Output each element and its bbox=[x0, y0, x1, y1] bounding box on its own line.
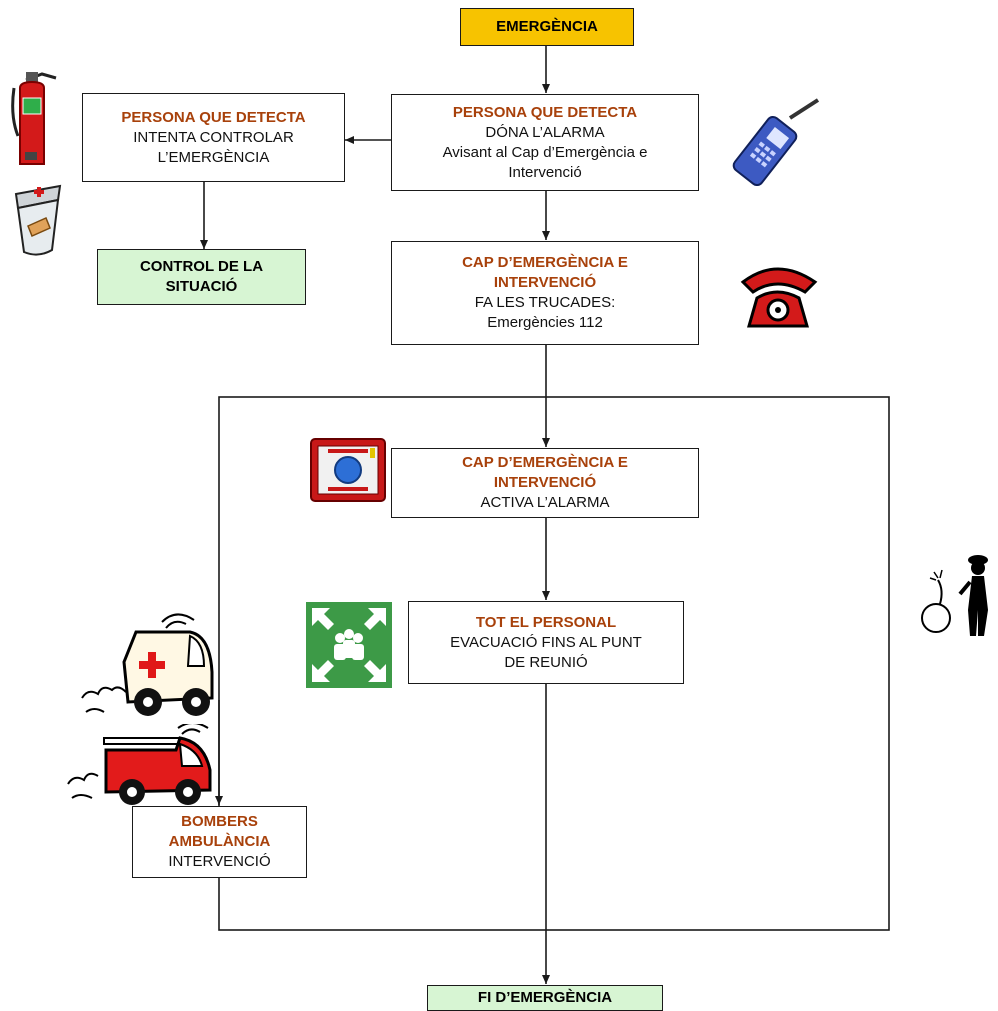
node-text: INTENTA CONTROLAR bbox=[133, 128, 294, 146]
node-control-situacio: CONTROL DE LA SITUACIÓ bbox=[97, 249, 306, 305]
node-cap-trucades: CAP D’EMERGÈNCIA E INTERVENCIÓ FA LES TR… bbox=[391, 241, 699, 345]
node-text: EVACUACIÓ FINS AL PUNT bbox=[450, 633, 642, 651]
node-title: SITUACIÓ bbox=[165, 278, 238, 295]
node-text: Emergències 112 bbox=[487, 314, 603, 331]
fire-extinguisher-icon bbox=[11, 72, 57, 165]
evacuation-frame bbox=[218, 396, 890, 931]
node-cap-alarma: CAP D’EMERGÈNCIA E INTERVENCIÓ ACTIVA L’… bbox=[391, 448, 699, 518]
node-text: ACTIVA L’ALARMA bbox=[480, 494, 610, 511]
node-title: TOT EL PERSONAL bbox=[475, 613, 617, 631]
node-text: L’EMERGÈNCIA bbox=[157, 148, 270, 166]
alarm-push-button-icon bbox=[310, 438, 386, 502]
node-text: FA LES TRUCADES: bbox=[474, 294, 616, 311]
first-aid-kit-icon bbox=[14, 184, 62, 256]
node-title: CONTROL DE LA bbox=[139, 258, 264, 275]
node-persona-detecta-controla: PERSONA QUE DETECTA INTENTA CONTROLAR L’… bbox=[82, 93, 345, 182]
node-title: INTERVENCIÓ bbox=[493, 274, 597, 291]
node-title: INTERVENCIÓ bbox=[493, 474, 597, 491]
node-title: CAP D’EMERGÈNCIA E bbox=[462, 254, 628, 271]
node-title: AMBULÀNCIA bbox=[168, 833, 271, 850]
node-text: Intervenció bbox=[508, 163, 582, 181]
node-bombers-ambulancia: BOMBERS AMBULÀNCIA INTERVENCIÓ bbox=[132, 806, 307, 878]
person-with-bomb-icon bbox=[921, 555, 988, 636]
node-fi-emergencia: FI D’EMERGÈNCIA bbox=[427, 985, 663, 1011]
ambulance-icon bbox=[81, 613, 214, 716]
node-text: Avisant al Cap d’Emergència e bbox=[442, 143, 648, 161]
node-text: INTERVENCIÓ bbox=[168, 853, 271, 870]
node-tot-personal: TOT EL PERSONAL EVACUACIÓ FINS AL PUNT D… bbox=[408, 601, 684, 684]
mobile-phone-icon bbox=[732, 98, 820, 186]
node-title: BOMBERS bbox=[181, 813, 258, 830]
node-title: PERSONA QUE DETECTA bbox=[121, 108, 306, 126]
assembly-point-sign-icon bbox=[306, 602, 392, 688]
node-title: EMERGÈNCIA bbox=[496, 18, 598, 35]
node-text: DÓNA L’ALARMA bbox=[485, 123, 605, 141]
node-text: DE REUNIÓ bbox=[504, 653, 588, 671]
node-title: PERSONA QUE DETECTA bbox=[452, 103, 638, 121]
node-title: FI D’EMERGÈNCIA bbox=[477, 989, 613, 1006]
node-persona-detecta-alarma: PERSONA QUE DETECTA DÓNA L’ALARMA Avisan… bbox=[391, 94, 699, 191]
fire-truck-icon bbox=[67, 724, 212, 805]
node-title: CAP D’EMERGÈNCIA E bbox=[462, 454, 628, 471]
telephone-icon bbox=[740, 267, 818, 328]
node-emergencia: EMERGÈNCIA bbox=[460, 8, 634, 46]
